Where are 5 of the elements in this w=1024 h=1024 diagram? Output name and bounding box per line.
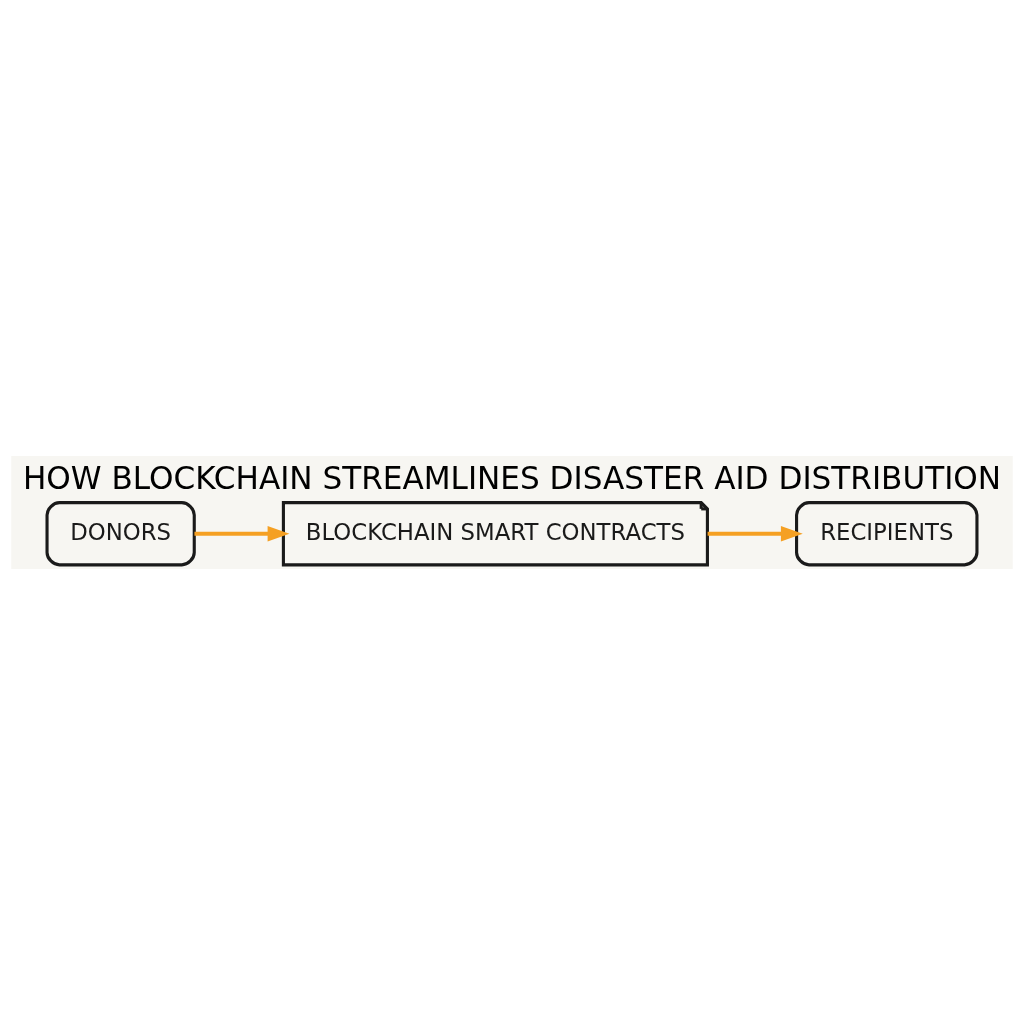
node-box: RECIPIENTS (795, 500, 979, 566)
node-box: DONORS (45, 500, 196, 566)
arrow (194, 525, 290, 541)
arrow (707, 525, 803, 541)
diagram-title: HOW BLOCKCHAIN STREAMLINES DISASTER AID DISTRIBUTION (22, 459, 1002, 496)
